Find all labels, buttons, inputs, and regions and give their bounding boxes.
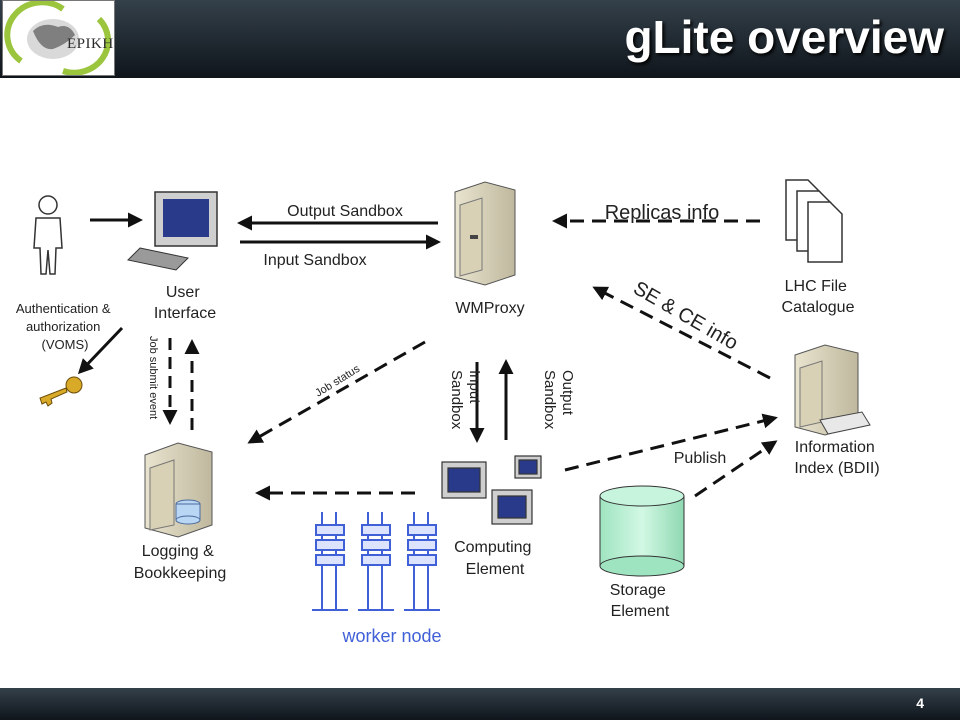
glite-diagram: User Interface WMProxy LHC File Catalogu… — [16, 179, 880, 646]
computing-element-icon — [441, 455, 542, 525]
header-bar: EPIKH gLite overview — [0, 0, 960, 80]
arrow-se-ce-info — [592, 286, 771, 380]
lhc-file-catalogue-label: LHC File Catalogue — [782, 278, 855, 316]
worker-node-racks-icon — [312, 512, 440, 611]
globe-logo-icon — [4, 1, 112, 75]
information-index-server-icon — [794, 344, 871, 436]
logging-server-icon — [144, 442, 213, 538]
replicas-info-label: Replicas info — [605, 202, 720, 224]
arrow-job-status — [247, 340, 426, 444]
key-icon — [39, 376, 83, 407]
logo-text: EPIKH — [67, 36, 114, 52]
arrow-ce-to-bdii — [564, 413, 778, 472]
user-interface-label: User Interface — [154, 284, 216, 322]
worker-node-label: worker node — [341, 626, 441, 646]
job-submit-event-label: Job submit event — [147, 336, 159, 419]
output-sandbox-vertical-label: Output Sandbox — [541, 370, 576, 430]
arrow-auth-to-key — [77, 326, 124, 375]
footer-bar: 4 — [0, 688, 960, 720]
lhc-file-catalogue-icon — [785, 179, 843, 263]
storage-element-icon — [599, 485, 685, 577]
auth-label: Authentication & authorization (VOMS) — [16, 301, 114, 352]
publish-label: Publish — [674, 450, 726, 467]
wmproxy-server-icon — [454, 181, 516, 286]
computing-element-label: Computing Element — [454, 539, 536, 578]
information-index-label: Information Index (BDII) — [794, 439, 879, 477]
epikh-logo: EPIKH — [2, 0, 115, 76]
logging-label: Logging & Bookkeeping — [134, 543, 227, 582]
user-person-icon — [33, 195, 63, 275]
input-sandbox-vertical-label: Input Sandbox — [448, 370, 483, 430]
job-status-label: Job status — [313, 363, 362, 400]
page-number: 4 — [916, 695, 924, 711]
user-interface-computer-icon — [126, 191, 218, 271]
storage-element-label: Storage Element — [610, 582, 671, 620]
input-sandbox-label: Input Sandbox — [263, 252, 366, 269]
output-sandbox-label: Output Sandbox — [287, 203, 403, 220]
slide-title: gLite overview — [624, 11, 944, 63]
wmproxy-label: WMProxy — [455, 300, 524, 317]
arrow-publish — [694, 440, 778, 498]
